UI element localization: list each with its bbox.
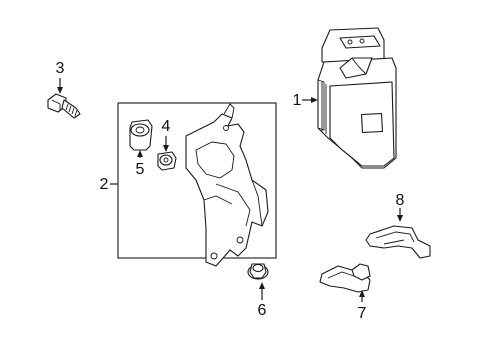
arrow-1 <box>311 97 318 103</box>
cover-bracket <box>365 225 431 259</box>
callout-5: 5 <box>135 161 145 178</box>
abs-modulator-unit <box>317 27 397 169</box>
flange-bolt <box>247 263 269 280</box>
arrow-5 <box>137 150 143 157</box>
arrow-4 <box>163 145 169 152</box>
callout-4: 4 <box>161 118 171 135</box>
arrow-8 <box>397 215 403 222</box>
rubber-grommet <box>129 119 153 151</box>
clip-bracket <box>319 263 371 293</box>
callout-1: 1 <box>292 92 302 109</box>
callout-2: 2 <box>99 176 109 193</box>
callout-3: 3 <box>55 60 65 77</box>
mounting-bracket <box>185 103 269 267</box>
callout-7: 7 <box>357 305 367 322</box>
bolt <box>47 93 81 119</box>
bracket-group-box <box>117 102 277 259</box>
callout-8: 8 <box>395 192 405 209</box>
arrow-6 <box>259 282 265 289</box>
arrow-7 <box>359 290 365 297</box>
arrow-3 <box>57 87 63 94</box>
callout-6: 6 <box>257 302 267 319</box>
collar <box>157 151 177 171</box>
